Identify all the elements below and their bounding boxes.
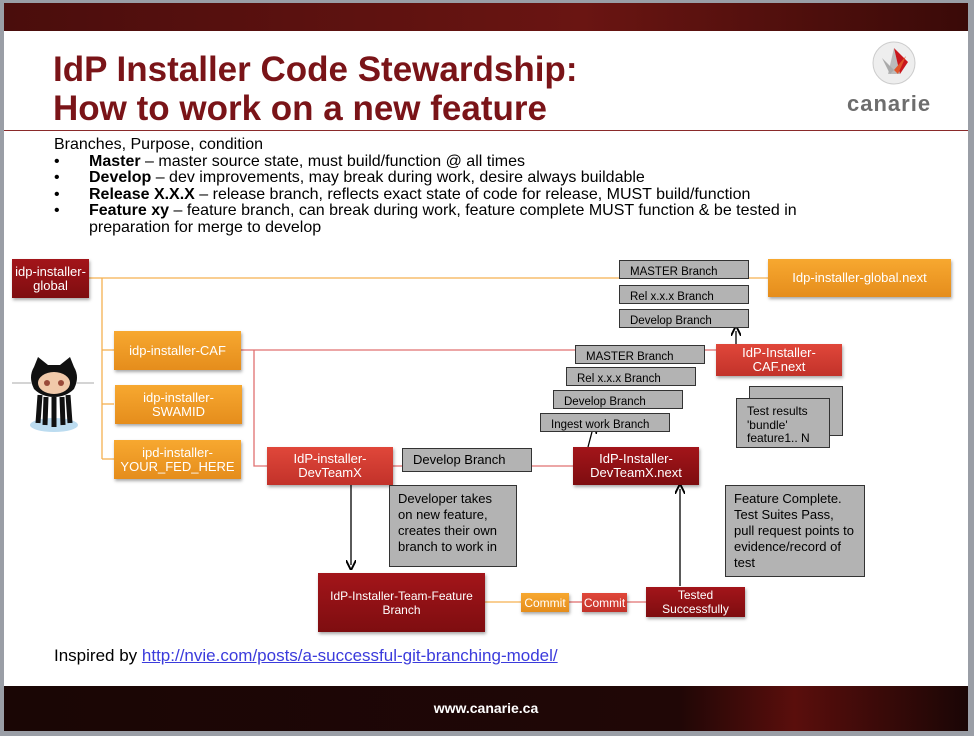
repo-caf: idp-installer-CAF — [114, 331, 241, 370]
bullet-text: – release branch, reflects exact state o… — [194, 185, 751, 203]
bullet-release: •Release X.X.X – release branch, reflect… — [54, 185, 751, 203]
top-band — [4, 3, 968, 31]
bullet-master: •Master – master source state, must buil… — [54, 152, 525, 170]
feature-branch: IdP-Installer-Team-Feature Branch — [318, 573, 485, 632]
caf-master-branch: MASTER Branch — [575, 345, 705, 364]
repo-global-next: Idp-installer-global.next — [768, 259, 951, 297]
tested-successfully: Tested Successfully — [646, 587, 745, 617]
repo-your-fed: ipd-installer-YOUR_FED_HERE — [114, 440, 241, 479]
title-line1: IdP Installer Code Stewardship: — [53, 50, 578, 89]
test-results-bundle: Test results 'bundle' feature1.. N — [736, 398, 830, 448]
commit-2: Commit — [582, 593, 627, 612]
title-divider — [4, 130, 968, 131]
commit-1: Commit — [521, 593, 569, 612]
repo-caf-next: IdP-Installer-CAF.next — [716, 344, 842, 376]
branch-description: Branches, Purpose, condition •Master – m… — [54, 136, 934, 247]
bullet-text: – dev improvements, may break during wor… — [151, 169, 645, 186]
bullet-term: Feature xy — [89, 202, 170, 219]
global-master-branch: MASTER Branch — [619, 260, 749, 279]
caf-develop-branch: Develop Branch — [553, 390, 683, 409]
devteam-develop-branch: Develop Branch — [402, 448, 532, 472]
bullet-term: Release X.X.X — [89, 185, 195, 203]
global-rel-branch: Rel x.x.x Branch — [619, 285, 749, 304]
repo-swamid: idp-installer-SWAMID — [115, 385, 242, 424]
inspired-link[interactable]: http://nvie.com/posts/a-successful-git-b… — [141, 646, 558, 665]
repo-devteam: IdP-installer-DevTeamX — [267, 447, 393, 485]
inspired-by: Inspired by http://nvie.com/posts/a-succ… — [54, 646, 558, 666]
github-octocat-icon — [8, 355, 96, 435]
logo-text: canarie — [847, 91, 932, 116]
bullet-term: Master — [89, 152, 141, 170]
caf-rel-branch: Rel x.x.x Branch — [566, 367, 696, 386]
repo-global: idp-installer-global — [12, 259, 89, 298]
footer-url: www.canarie.ca — [433, 700, 539, 716]
slide: IdP Installer Code Stewardship: How to w… — [4, 3, 968, 731]
bullet-text: – feature branch, can break during work,… — [89, 202, 797, 236]
bullet-text: – master source state, must build/functi… — [140, 152, 525, 170]
developer-note: Developer takes on new feature, creates … — [389, 485, 517, 567]
bullet-term: Develop — [89, 169, 152, 186]
caf-ingest-branch: Ingest work Branch — [540, 413, 670, 432]
bullet-feature: •Feature xy – feature branch, can break … — [54, 202, 797, 236]
global-develop-branch: Develop Branch — [619, 309, 749, 328]
footer: www.canarie.ca — [4, 686, 968, 731]
feature-complete-note: Feature Complete. Test Suites Pass, pull… — [725, 485, 865, 577]
inspired-prefix: Inspired by — [54, 646, 142, 665]
title-line2: How to work on a new feature — [53, 89, 547, 128]
repo-devteam-next: IdP-Installer-DevTeamX.next — [573, 447, 699, 485]
canarie-logo-icon — [870, 40, 930, 88]
bullet-develop: •Develop – dev improvements, may break d… — [54, 169, 645, 186]
intro-text: Branches, Purpose, condition — [54, 136, 264, 153]
